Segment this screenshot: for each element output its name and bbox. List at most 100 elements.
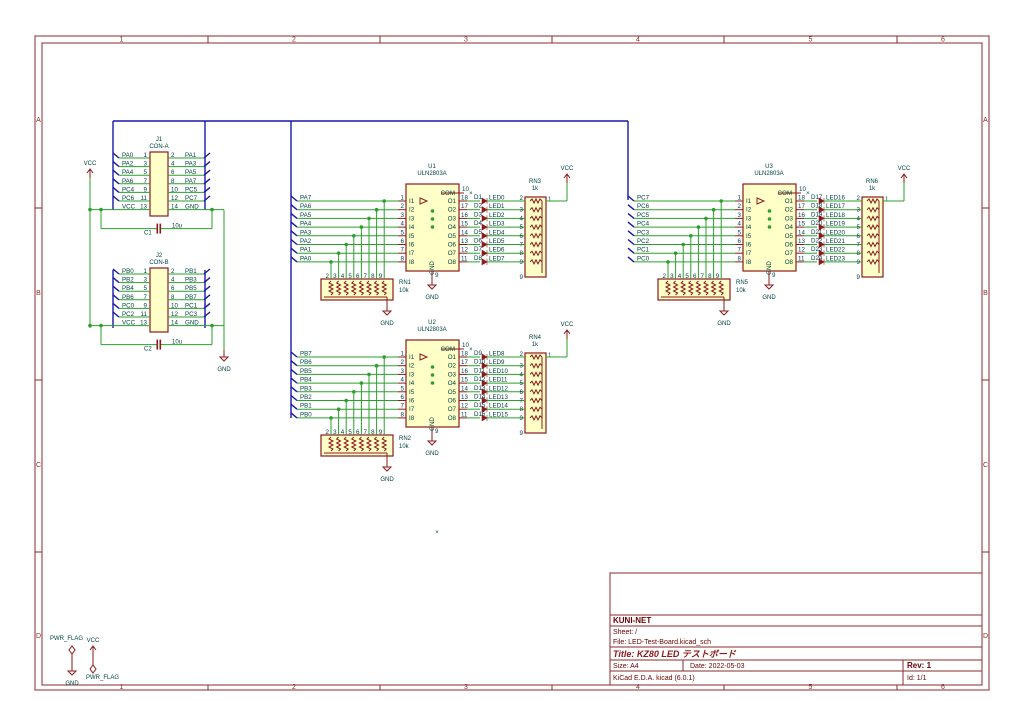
column-marker-top: 3 — [464, 37, 468, 44]
ic-input-name: I5 — [409, 233, 415, 240]
com-label: COM — [441, 346, 455, 353]
resistor-zigzag — [529, 397, 543, 404]
resistor-zigzag — [866, 258, 880, 266]
ic-input-name: I1 — [409, 354, 415, 361]
no-connect-mark: × — [435, 529, 439, 536]
bus-entry — [290, 256, 298, 263]
connector-pin-number: 8 — [171, 294, 175, 301]
junction-dot — [99, 323, 103, 328]
resistor-network-ref: RN1 — [399, 280, 412, 286]
input-net-label: PA2 — [300, 238, 312, 245]
gnd-label: GND — [217, 367, 231, 373]
resistor-network-ref: RN3 — [529, 179, 542, 185]
resistor-network-pin: 2 — [520, 195, 524, 202]
led-diode-symbol — [481, 223, 488, 231]
led-net-label: LED7 — [489, 255, 505, 262]
led-net-label: LED8 — [489, 351, 505, 358]
resistor-zigzag — [373, 436, 380, 452]
buffer-symbol — [419, 197, 429, 205]
diode-ref: D19 — [811, 211, 823, 218]
row-marker-right: D — [983, 633, 988, 640]
gnd-label: GND — [425, 451, 439, 457]
title-block: KUNI-NET Sheet: / File: LED-Test-Board.k… — [609, 572, 983, 686]
ic-pin-number: 6 — [738, 238, 742, 245]
led-diode-symbol — [481, 249, 488, 257]
ic-pin-number: 12 — [461, 247, 468, 254]
gnd-pin-number: 9 — [435, 272, 439, 279]
capacitor-plate — [159, 223, 162, 234]
ic-output-name: O7 — [448, 250, 457, 257]
bus-entry — [203, 302, 211, 309]
com-pin-number: 10 — [799, 186, 806, 193]
ic-pin-number: 7 — [401, 247, 405, 254]
bus-entry — [203, 178, 211, 185]
ic-pin-number: 14 — [798, 229, 805, 236]
row-marker-right: B — [983, 290, 988, 297]
bus-entry — [112, 152, 120, 159]
connector-pin-number: 12 — [171, 311, 178, 318]
com-pin-number: 10 — [462, 342, 469, 349]
ic-pin-number: 5 — [401, 385, 405, 392]
capacitor-plate — [156, 339, 159, 350]
bus-entry — [290, 230, 298, 237]
gnd-label: GND — [425, 295, 439, 301]
pwr-flag-symbol — [89, 664, 97, 674]
vcc-symbol — [563, 173, 571, 183]
junction-dot — [704, 216, 708, 221]
resistor-zigzag — [365, 436, 373, 452]
resistor-network-pin: 8 — [520, 406, 524, 413]
bus-entry — [112, 195, 120, 202]
diode-ref: D20 — [811, 220, 823, 227]
input-net-label: PC3 — [637, 229, 650, 236]
gnd-pin-label: GND — [429, 261, 436, 275]
led-net-label: LED4 — [489, 229, 505, 236]
internal-dot — [430, 373, 435, 377]
input-net-label: PB6 — [300, 359, 312, 366]
resistor-network-pin: 9 — [716, 273, 720, 280]
resistor-zigzag — [866, 215, 880, 222]
resistor-network-pin: 9 — [520, 415, 524, 422]
led-diode-symbol — [481, 214, 488, 222]
resistor-network-pin: 6 — [356, 273, 360, 280]
led-net-label: LED20 — [826, 229, 845, 236]
resistor-zigzag — [529, 258, 543, 266]
row-marker-right: A — [983, 117, 988, 124]
junction-dot — [367, 372, 371, 377]
ic-input-name: I3 — [409, 371, 415, 378]
resistor-network-value: 10k — [399, 444, 410, 450]
junction-dot — [344, 242, 349, 247]
connector-pin-number: 9 — [144, 186, 148, 193]
resistor-network-pin: 3 — [670, 273, 674, 280]
connector-pin-number: 3 — [144, 161, 148, 168]
connector-pin-number: 1 — [144, 152, 148, 159]
ic-input-name: I7 — [409, 250, 415, 257]
input-net-label: PB1 — [300, 403, 312, 410]
led-net-label: LED0 — [489, 195, 505, 202]
capacitor-ref: C1 — [144, 231, 152, 237]
connector-net-label: GND — [185, 320, 199, 327]
vcc-label: VCC — [84, 161, 97, 167]
driver-ref: U1 — [428, 164, 436, 170]
diode-ref: D5 — [474, 229, 482, 236]
connector-net-label: PA1 — [185, 152, 197, 159]
connector-net-label: PA4 — [122, 169, 134, 176]
junction-dot — [689, 234, 693, 238]
junction-dot — [329, 416, 333, 420]
ic-output-name: O2 — [448, 207, 457, 214]
resistor-network-pin: 1 — [885, 196, 889, 203]
led-net-label: LED14 — [489, 403, 508, 410]
driver-value: ULN2803A — [417, 171, 446, 177]
ic-input-name: I2 — [409, 207, 415, 214]
gnd-pin-number: 9 — [435, 428, 439, 435]
ic-input-name: I1 — [746, 198, 752, 205]
bus-entry — [627, 238, 635, 246]
resistor-zigzag — [718, 280, 725, 296]
connector-net-label: PB4 — [122, 285, 134, 292]
capacitor-value: 10u — [172, 224, 182, 230]
ic-output-name: O6 — [448, 398, 457, 405]
diode-ref: D11 — [474, 367, 485, 374]
connector-net-label: PB2 — [122, 277, 134, 284]
resistor-network-pin: 7 — [364, 429, 368, 436]
tool-label: KiCad E.D.A. kicad (6.0.1) — [613, 675, 695, 682]
